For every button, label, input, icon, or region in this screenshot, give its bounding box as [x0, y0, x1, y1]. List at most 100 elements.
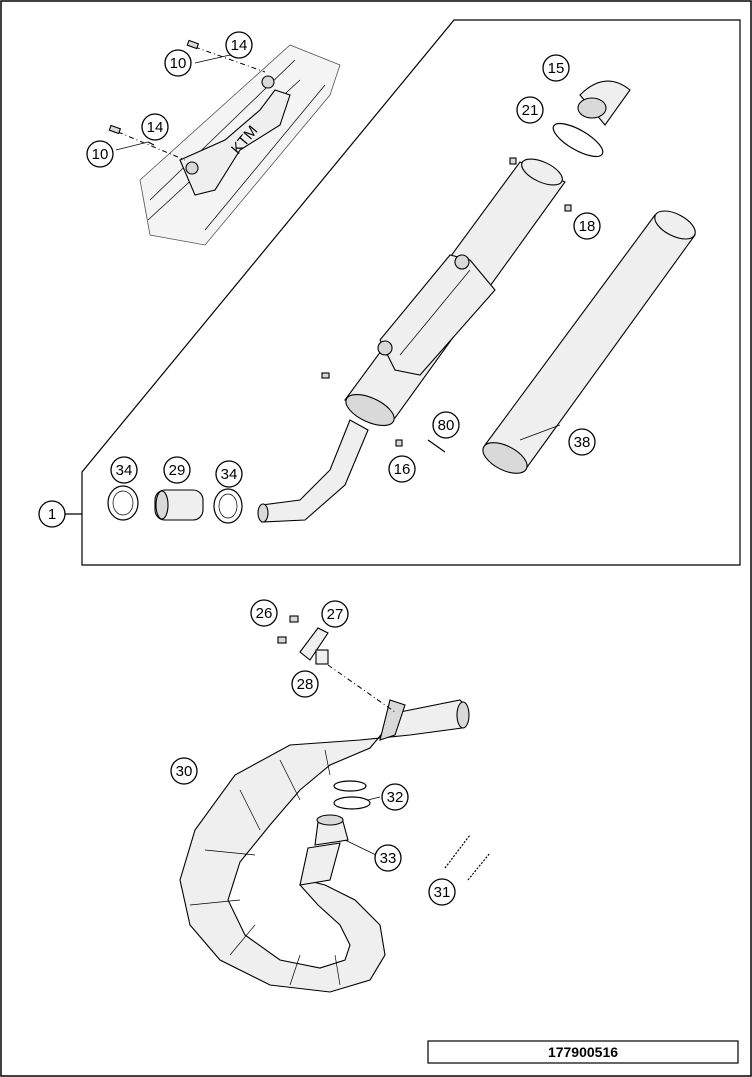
callout-label: 29 [169, 462, 186, 479]
muffler-pipe-end [257, 503, 269, 523]
callout-label: 34 [116, 462, 133, 479]
callout-c28: 28 [291, 670, 319, 698]
bracket-27 [299, 627, 329, 661]
callout-c1: 1 [38, 500, 66, 528]
callout-label: 80 [438, 417, 455, 434]
muffler-pipe [261, 419, 369, 523]
callout-c10b: 10 [86, 140, 114, 168]
callout-circle [388, 455, 416, 483]
spring-31b [467, 852, 491, 881]
screw-16 [395, 439, 403, 447]
callout-circle [291, 670, 319, 698]
callout-circle [573, 212, 601, 240]
screw-18a [509, 157, 517, 165]
callout-c34a: 34 [110, 456, 138, 484]
callout-circle [225, 31, 253, 59]
spring-80 [427, 439, 446, 453]
callout-label: 31 [434, 884, 451, 901]
callout-c34b: 34 [215, 460, 243, 488]
callout-label: 21 [522, 102, 539, 119]
end-cap-flange [577, 97, 607, 119]
callout-label: 10 [170, 55, 187, 72]
callout-label: 1 [48, 506, 56, 523]
callout-label: 33 [380, 850, 397, 867]
callout-circle [516, 96, 544, 124]
o-ring [552, 122, 604, 158]
callout-label: 30 [176, 763, 193, 780]
callout-c38: 38 [568, 428, 596, 456]
leader-28 [327, 664, 396, 713]
callout-c15: 15 [542, 54, 570, 82]
silencer-body [344, 158, 566, 427]
gasket-32a [333, 780, 367, 792]
callout-circle [568, 428, 596, 456]
leader-14b [115, 141, 149, 151]
callout-c31: 31 [428, 878, 456, 906]
screw-26a [289, 615, 299, 623]
callout-label: 16 [394, 461, 411, 478]
bolt-10a [186, 39, 200, 50]
callout-layer: 10 14 10 14 15 21 18 80 16 38 34 29 34 1 26 27 28 30 32 33 3… [38, 31, 601, 906]
callout-circle [170, 757, 198, 785]
callout-label: 32 [387, 789, 404, 806]
callout-circle [374, 844, 402, 872]
callout-circle [163, 456, 191, 484]
gasket-32b [333, 796, 371, 810]
callout-c14a: 14 [225, 31, 253, 59]
bolt-10b [108, 124, 122, 135]
callout-label: 14 [231, 37, 248, 54]
callout-c80: 80 [432, 411, 460, 439]
silencer-sleeve [482, 210, 696, 474]
callout-circle [432, 411, 460, 439]
callout-label: 15 [548, 60, 565, 77]
callout-circle [110, 456, 138, 484]
leader-32 [367, 796, 381, 801]
callout-c33: 33 [374, 844, 402, 872]
callout-circle [215, 460, 243, 488]
drawing-number-box [427, 1040, 739, 1064]
leader-33 [344, 839, 377, 856]
callout-circle [38, 500, 66, 528]
callout-circle [381, 783, 409, 811]
callout-circle [542, 54, 570, 82]
callout-circle [250, 599, 278, 627]
callout-label: 26 [256, 605, 273, 622]
leader-14a [194, 54, 231, 64]
callout-label: 27 [327, 606, 344, 623]
gasket-34a [107, 485, 139, 521]
callout-label: 38 [574, 434, 591, 451]
exhaust-pipe [179, 699, 470, 993]
callout-circle [141, 113, 169, 141]
callout-c10a: 10 [164, 49, 192, 77]
callout-c21: 21 [516, 96, 544, 124]
leader-10a [194, 46, 266, 73]
gasket-34b [213, 488, 243, 524]
callout-label: 10 [92, 146, 109, 163]
callout-label: 28 [297, 676, 314, 693]
callout-c14b: 14 [141, 113, 169, 141]
callout-c27: 27 [321, 600, 349, 628]
callout-circle [428, 878, 456, 906]
callout-label: 34 [221, 466, 238, 483]
silencer-assembly-frame [81, 19, 741, 566]
washer-14b [147, 141, 155, 146]
mount-detail-view: KTM [139, 44, 341, 246]
callout-c30: 30 [170, 757, 198, 785]
callout-c26: 26 [250, 599, 278, 627]
callout-c32: 32 [381, 783, 409, 811]
leader-38 [519, 424, 561, 441]
callout-c16: 16 [388, 455, 416, 483]
screw-18b [564, 204, 572, 212]
callout-circle [86, 140, 114, 168]
end-cap [579, 80, 631, 126]
drawing-number: 177900516 [548, 1044, 618, 1060]
leader-10b [117, 131, 186, 161]
screw-bottom [321, 372, 330, 379]
callout-label: 18 [579, 218, 596, 235]
screw-26b [277, 636, 287, 644]
clip-28 [315, 649, 329, 665]
pipe-inlet [299, 842, 341, 886]
spring-31a [444, 834, 471, 869]
